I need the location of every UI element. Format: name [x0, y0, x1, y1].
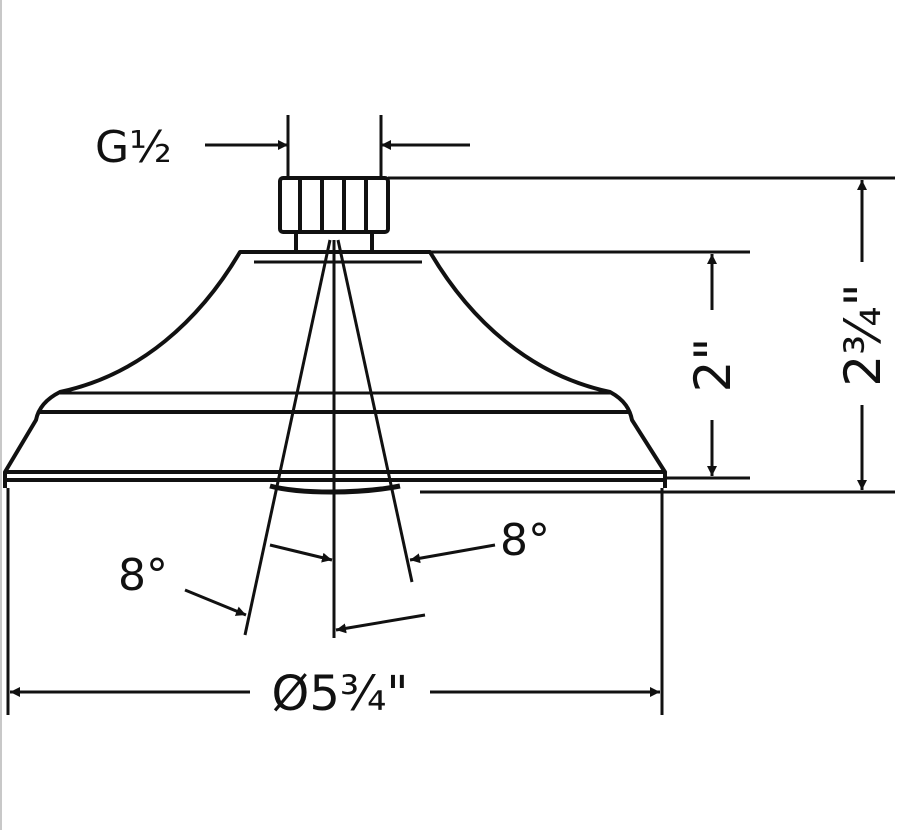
connector-nut [278, 176, 390, 250]
thread-size-label: G½ [95, 122, 172, 173]
dimension-arrows [10, 140, 867, 697]
angle-left-label: 8° [118, 550, 168, 601]
frame-border [0, 0, 2, 830]
angle-right-label: 8° [500, 515, 550, 566]
head-height-label: 2" [684, 338, 742, 393]
total-height-label: 2¾" [834, 283, 892, 386]
spray-angle-lines [243, 239, 414, 638]
diameter-label: Ø5¾" [272, 666, 409, 722]
extension-lines [6, 115, 895, 715]
